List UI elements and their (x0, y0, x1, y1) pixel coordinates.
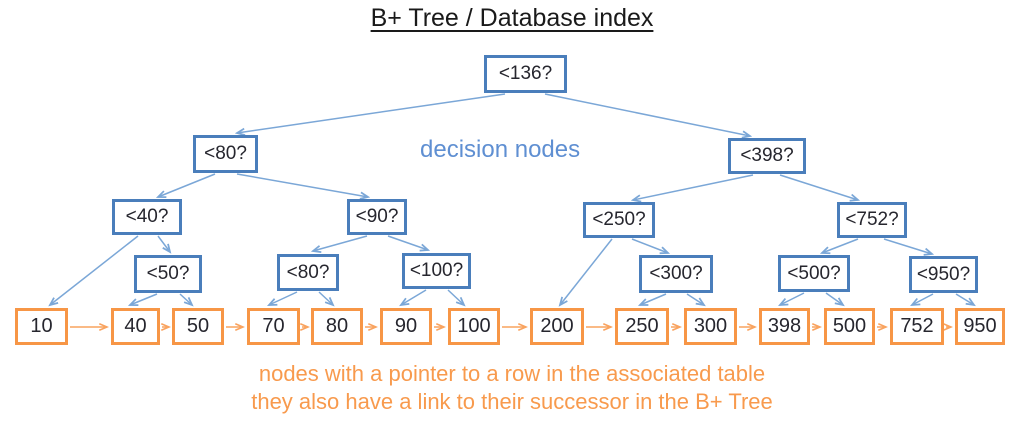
edge-80b-leaf80 (318, 291, 333, 305)
edge-136-80 (237, 93, 506, 133)
leaf-node-40: 40 (111, 308, 160, 345)
edge-136-398 (544, 93, 750, 136)
edge-90-80b (313, 235, 368, 251)
leaf-node-500: 500 (824, 308, 875, 345)
leaf-node-70: 70 (247, 308, 300, 345)
decision-node-950: <950? (909, 256, 978, 293)
edge-40-50 (157, 235, 170, 252)
edge-398-250 (633, 174, 754, 200)
decision-node-136: <136? (484, 55, 567, 93)
edge-100-leaf90 (401, 289, 427, 305)
edge-250-300 (631, 238, 668, 253)
decision-node-90: <90? (347, 199, 407, 235)
leaf-node-250: 250 (615, 308, 669, 345)
decision-node-80b: <80? (277, 254, 339, 291)
edge-300-leaf300 (686, 293, 704, 305)
decision-node-50: <50? (134, 255, 202, 293)
edge-752-950 (883, 238, 932, 254)
edge-752-500 (822, 238, 859, 253)
leaf-node-80: 80 (311, 308, 363, 345)
decision-node-100: <100? (402, 253, 471, 289)
leaf-node-398: 398 (759, 308, 810, 345)
page-title: B+ Tree / Database index (370, 4, 654, 32)
edge-500-leaf398 (780, 292, 805, 305)
edge-40-leaf10 (50, 235, 139, 305)
edge-950-leaf950 (955, 293, 974, 305)
edge-80b-leaf70 (269, 291, 298, 305)
edge-100-leaf100 (447, 289, 464, 305)
decision-node-40: <40? (112, 199, 182, 235)
decision-node-752: <752? (837, 202, 907, 238)
leaf-node-90: 90 (380, 308, 432, 345)
edge-50-leaf40 (130, 293, 158, 305)
edge-300-leaf250 (640, 293, 667, 305)
leaf-note-line2: they also have a link to their successor… (251, 389, 773, 414)
leaf-node-300: 300 (684, 308, 737, 345)
leaf-node-752: 752 (890, 308, 944, 345)
decision-nodes-annotation: decision nodes (420, 136, 581, 163)
edge-50-leaf50 (179, 293, 192, 305)
leaf-node-10: 10 (15, 308, 68, 345)
leaf-nodes-annotation: nodes with a pointer to a row in the ass… (0, 360, 1024, 416)
decision-node-500: <500? (778, 255, 850, 292)
edge-500-leaf500 (825, 292, 843, 305)
leaf-node-200: 200 (530, 308, 584, 345)
decision-node-80: <80? (193, 135, 258, 173)
leaf-note-line1: nodes with a pointer to a row in the ass… (258, 361, 766, 386)
edge-80-40 (158, 173, 216, 197)
edge-398-752 (779, 174, 858, 200)
leaf-node-950: 950 (955, 308, 1005, 345)
leaf-node-100: 100 (448, 308, 500, 345)
decision-node-398: <398? (728, 138, 806, 174)
edge-90-100 (387, 235, 428, 250)
decision-node-250: <250? (583, 202, 655, 238)
leaf-node-50: 50 (172, 308, 224, 345)
decision-node-300: <300? (639, 255, 713, 293)
edge-250-leaf200 (560, 238, 613, 305)
edge-950-leaf752 (912, 293, 934, 305)
edge-80-90 (236, 173, 368, 197)
